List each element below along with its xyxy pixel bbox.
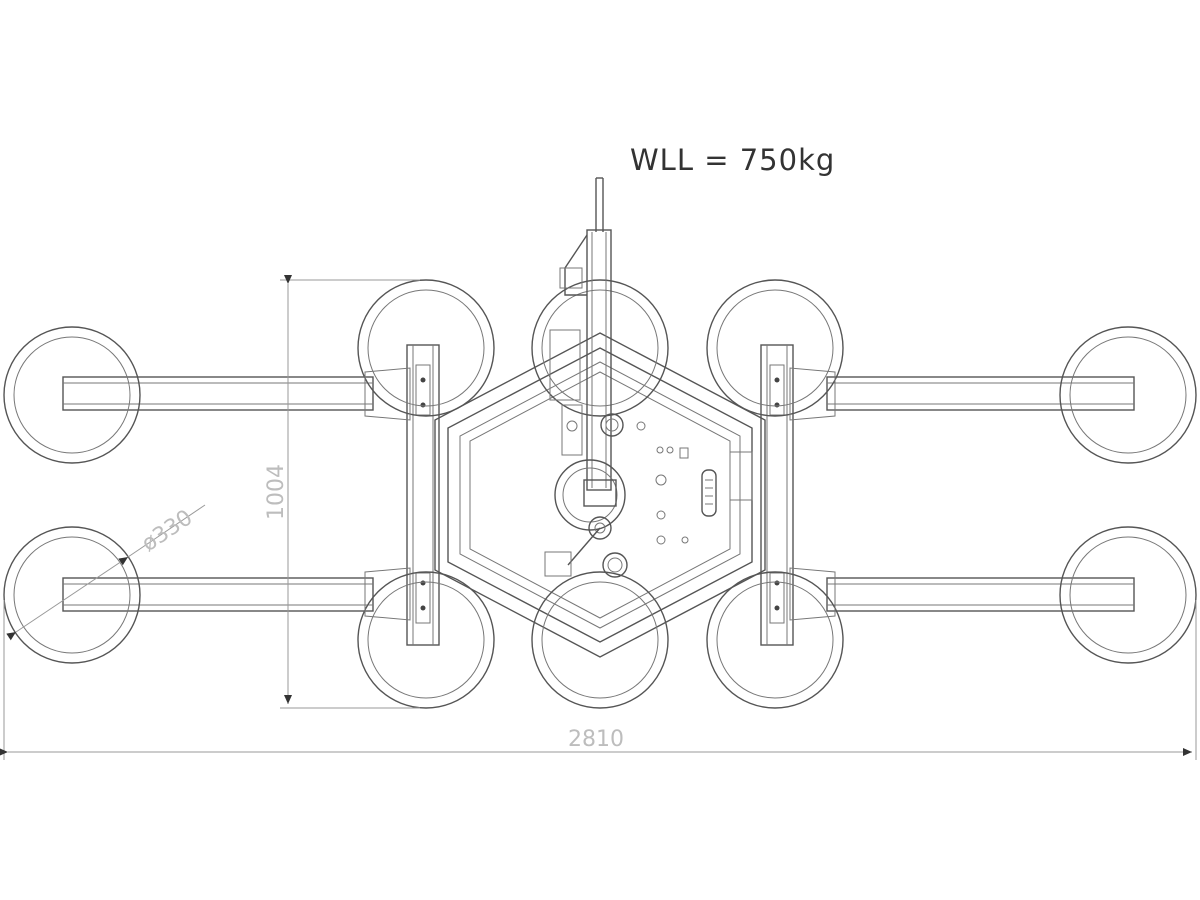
suction-pad bbox=[357, 279, 495, 417]
width-dimension-label: 2810 bbox=[568, 727, 624, 752]
width-dimension: 2810 bbox=[0, 600, 1197, 760]
suction-pad bbox=[357, 571, 495, 709]
suction-pad bbox=[531, 571, 669, 709]
wll-label: WLL = 750kg bbox=[630, 143, 835, 177]
suction-pad bbox=[706, 571, 844, 709]
central-unit bbox=[544, 177, 753, 578]
height-dimension: 1004 bbox=[264, 275, 420, 709]
suction-pad bbox=[1059, 526, 1197, 664]
suction-pads bbox=[3, 279, 1197, 709]
pad-mounts bbox=[364, 367, 836, 621]
side-beams bbox=[62, 376, 1135, 612]
suction-pad bbox=[531, 279, 669, 417]
diameter-dimension-label: ø330 bbox=[137, 505, 197, 557]
height-dimension-label: 1004 bbox=[264, 464, 289, 520]
cross-beams bbox=[406, 344, 794, 646]
suction-pad bbox=[706, 279, 844, 417]
suction-pad bbox=[1059, 326, 1197, 464]
hexagon-frame bbox=[434, 332, 766, 658]
suction-pad bbox=[3, 326, 141, 464]
diameter-dimension: ø330 bbox=[6, 504, 206, 641]
